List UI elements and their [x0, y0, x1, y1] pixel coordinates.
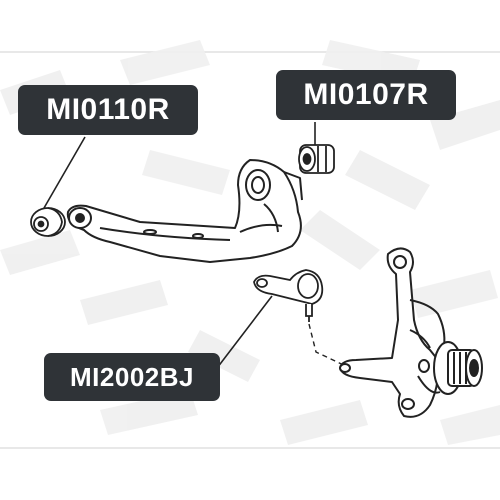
assembly-dashed-line: [308, 323, 351, 369]
part-label-mi0107r: MI0107R: [276, 70, 456, 120]
leader-lines: [43, 122, 316, 373]
part-label-mi0110r: MI0110R: [18, 85, 198, 135]
ball-joint-part: [253, 269, 324, 322]
lower-control-arm-part: [66, 159, 303, 263]
lower-arm-bushing-part: [30, 207, 66, 237]
part-label-mi2002bj: MI2002BJ: [44, 353, 220, 401]
leader-line-ball-joint: [213, 295, 273, 373]
rear-bushing-part: [298, 144, 335, 174]
watermark-pattern: [0, 40, 500, 445]
leader-line-lower-arm-bushing: [43, 136, 86, 209]
steering-knuckle-part: [339, 247, 483, 418]
